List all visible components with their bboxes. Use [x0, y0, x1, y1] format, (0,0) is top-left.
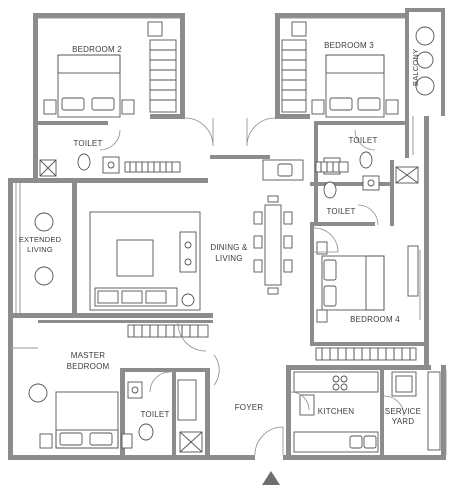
dining-living-label-line2: LIVING	[215, 254, 242, 263]
furniture	[28, 21, 441, 453]
triangle-up-icon	[262, 471, 280, 485]
windows	[8, 17, 447, 455]
bedroom-2-label: BEDROOM 2	[72, 45, 122, 54]
room-labels: BEDROOM 2 BEDROOM 3 BALCONY TOILET TOILE…	[19, 41, 421, 426]
master-bedroom-label-line1: MASTER	[71, 351, 106, 360]
desk-icon	[147, 21, 163, 37]
wardrobe-icon	[281, 39, 307, 113]
bed-icon	[43, 54, 135, 118]
sink-icon	[262, 159, 304, 181]
desk-icon	[291, 21, 307, 37]
shelf-strip-icon	[124, 161, 181, 173]
foyer-label: FOYER	[235, 403, 264, 412]
bed-icon	[28, 383, 133, 449]
toilet-fixtures-icon	[127, 379, 203, 453]
shelf-strip-icon	[315, 161, 349, 173]
living-set-icon	[89, 211, 201, 311]
master-bedroom-label-line2: BEDROOM	[67, 362, 110, 371]
service-yard-label-line1: SERVICE	[385, 407, 421, 416]
dining-living-label-line1: DINING &	[210, 243, 248, 252]
lounge-chairs-icon	[34, 212, 54, 286]
balcony-chairs-icon	[415, 26, 435, 96]
toilet-fixtures-icon	[39, 153, 120, 177]
wardrobe-icon	[127, 324, 209, 338]
extended-living-label-line1: EXTENDED	[19, 235, 62, 244]
extended-living-label-line2: LIVING	[27, 245, 53, 254]
kitchen-counter-icon	[293, 371, 379, 453]
toilet-common-label: TOILET	[326, 207, 355, 216]
toilet-bedroom-2-label: TOILET	[73, 139, 102, 148]
wardrobe-icon	[315, 347, 417, 361]
washing-machine-icon	[391, 371, 441, 451]
toilet-fixtures-icon	[323, 175, 380, 199]
doors	[99, 117, 405, 456]
bed-icon	[316, 241, 419, 323]
wardrobe-icon	[149, 39, 177, 113]
bedroom-4-label: BEDROOM 4	[350, 315, 400, 324]
walls	[8, 8, 446, 460]
kitchen-label: KITCHEN	[318, 407, 355, 416]
toilet-master-label: TOILET	[140, 410, 169, 419]
service-yard-label-line2: YARD	[392, 417, 414, 426]
balcony-label: BALCONY	[411, 49, 420, 86]
bed-icon	[311, 54, 399, 118]
toilet-bedroom-3-label: TOILET	[348, 136, 377, 145]
dining-table-icon	[253, 195, 293, 295]
bedroom-3-label: BEDROOM 3	[324, 41, 374, 50]
